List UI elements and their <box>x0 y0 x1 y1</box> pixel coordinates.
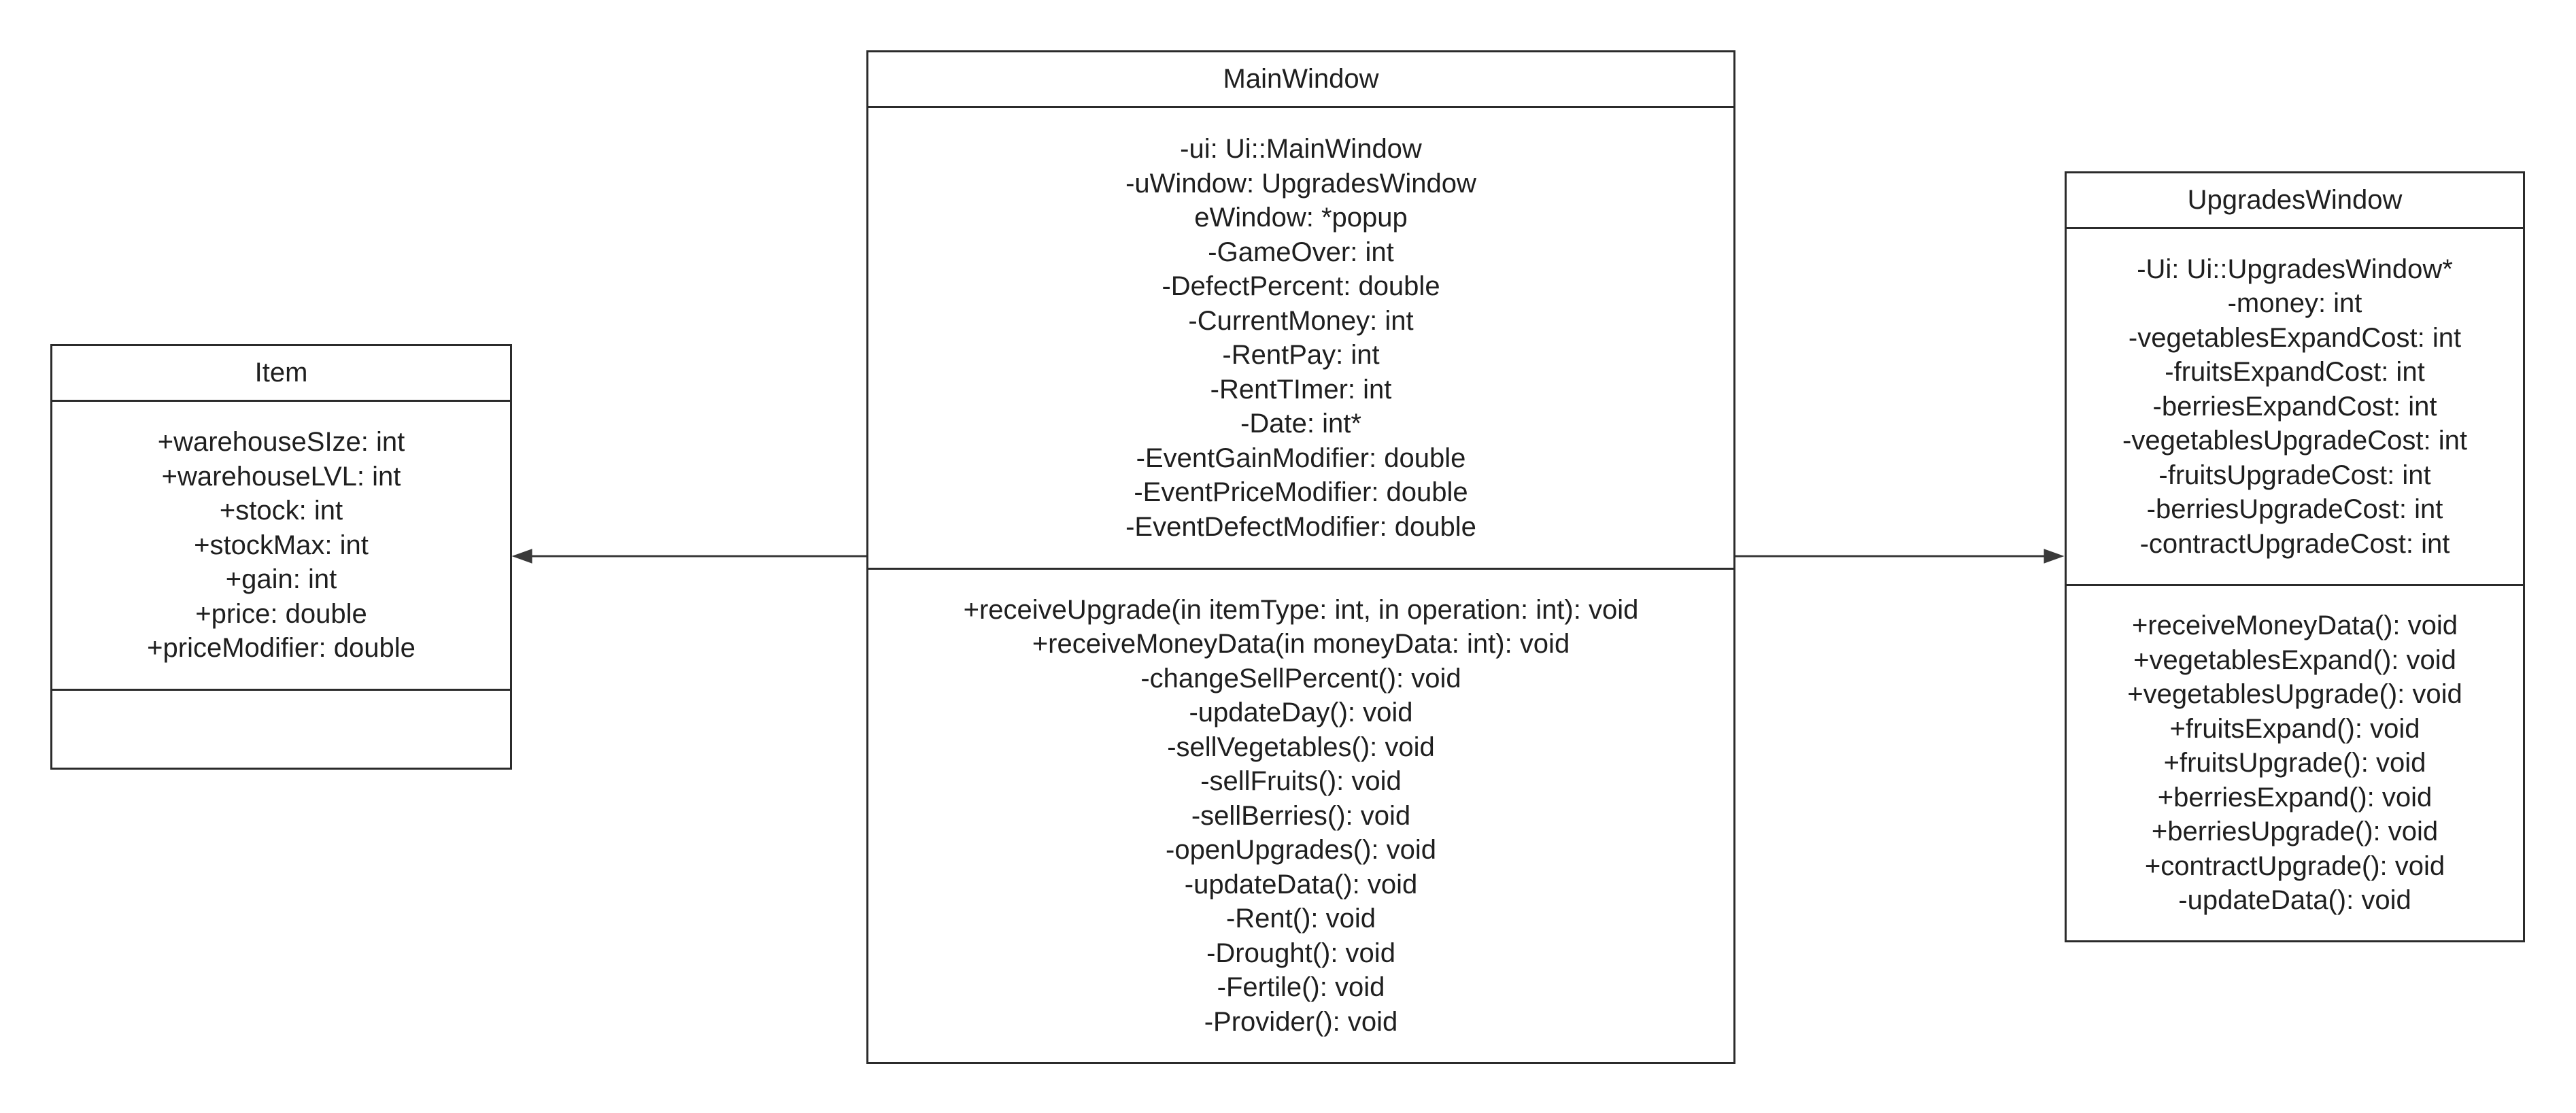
class-attribute: -ui: Ui::MainWindow <box>1180 134 1422 164</box>
class-attribute: +gain: int <box>225 564 337 595</box>
class-attribute: -EventPriceModifier: double <box>1134 477 1468 507</box>
class-mainwindow[interactable]: MainWindow -ui: Ui::MainWindow-uWindow: … <box>866 50 1735 1064</box>
class-item-name: Item <box>52 346 510 402</box>
class-attribute: +priceModifier: double <box>147 633 416 664</box>
class-operation: +receiveUpgrade(in itemType: int, in ope… <box>963 594 1639 625</box>
association-main-to-upgrades-arrowhead <box>2044 549 2065 564</box>
class-operation: +vegetablesUpgrade(): void <box>2127 679 2462 710</box>
class-mainwindow-name: MainWindow <box>868 52 1733 108</box>
class-attribute: +stockMax: int <box>194 530 369 560</box>
class-mainwindow-attributes: -ui: Ui::MainWindow-uWindow: UpgradesWin… <box>868 108 1733 570</box>
class-operation: -sellBerries(): void <box>1191 800 1411 831</box>
class-operation: -sellVegetables(): void <box>1167 732 1435 762</box>
class-operation: -updateData(): void <box>1184 869 1418 900</box>
class-attribute: -Ui: Ui::UpgradesWindow* <box>2137 254 2453 284</box>
class-item[interactable]: Item +warehouseSIze: int+warehouseLVL: i… <box>50 344 512 770</box>
class-attribute: -EventGainModifier: double <box>1136 443 1466 473</box>
class-operation: +contractUpgrade(): void <box>2144 851 2445 881</box>
class-operation: -openUpgrades(): void <box>1166 835 1436 866</box>
class-attribute: +warehouseSIze: int <box>157 427 405 458</box>
class-item-attributes: +warehouseSIze: int+warehouseLVL: int +st… <box>52 402 510 691</box>
association-main-to-item-arrowhead <box>511 549 532 564</box>
class-attribute: -vegetablesExpandCost: int <box>2128 322 2462 353</box>
class-attribute: -vegetablesUpgradeCost: int <box>2122 426 2467 456</box>
class-attribute: -EventDefectModifier: double <box>1125 511 1476 542</box>
class-attribute: -RentPay: int <box>1222 340 1380 370</box>
class-upgradeswindow-name: UpgradesWindow <box>2067 173 2523 229</box>
class-operation: +vegetablesExpand(): void <box>2133 645 2456 675</box>
class-attribute: +warehouseLVL: int <box>161 461 401 492</box>
class-operation: +berriesExpand(): void <box>2157 782 2433 812</box>
class-operation: +receiveMoneyData(in moneyData: int): vo… <box>1032 629 1570 660</box>
class-attribute: +price: double <box>195 598 367 629</box>
class-attribute: +stock: int <box>219 496 343 526</box>
class-attribute: -DefectPercent: double <box>1162 271 1440 301</box>
class-upgradeswindow[interactable]: UpgradesWindow -Ui: Ui::UpgradesWindow*-… <box>2065 171 2525 942</box>
class-operation: -Drought(): void <box>1206 938 1395 968</box>
class-attribute: eWindow: *popup <box>1194 203 1408 233</box>
class-operation: +fruitsUpgrade(): void <box>2163 748 2426 778</box>
class-attribute: -RentTImer: int <box>1210 374 1392 405</box>
class-operation: -changeSellPercent(): void <box>1140 663 1461 694</box>
class-attribute: -GameOver: int <box>1208 237 1394 267</box>
class-operation: -sellFruits(): void <box>1200 766 1402 797</box>
class-operation: -Rent(): void <box>1225 904 1376 934</box>
class-attribute: -fruitsUpgradeCost: int <box>2158 460 2431 490</box>
class-attribute: -Date: int* <box>1240 409 1361 439</box>
class-operation: +berriesUpgrade(): void <box>2151 817 2439 847</box>
class-attribute: -berriesUpgradeCost: int <box>2146 494 2443 525</box>
class-attribute: -CurrentMoney: int <box>1188 305 1414 336</box>
class-attribute: -fruitsExpandCost: int <box>2165 357 2425 388</box>
class-upgradeswindow-attributes: -Ui: Ui::UpgradesWindow*-money: int-vege… <box>2067 229 2523 586</box>
class-operation: +fruitsExpand(): void <box>2169 713 2420 744</box>
class-operation: -Fertile(): void <box>1217 972 1385 1003</box>
class-attribute: -uWindow: UpgradesWindow <box>1125 168 1476 199</box>
class-mainwindow-operations: +receiveUpgrade(in itemType: int, in ope… <box>868 570 1733 1062</box>
class-operation: -updateDay(): void <box>1189 698 1413 728</box>
class-upgradeswindow-operations: +receiveMoneyData(): void +vegetablesExpa… <box>2067 586 2523 940</box>
class-attribute: -money: int <box>2227 288 2362 319</box>
class-operation: -Provider(): void <box>1204 1006 1398 1037</box>
class-attribute: -contractUpgradeCost: int <box>2139 528 2450 559</box>
class-operation: -updateData(): void <box>2178 885 2411 916</box>
class-attribute: -berriesExpandCost: int <box>2152 391 2437 422</box>
class-item-operations <box>52 691 510 768</box>
class-operation: +receiveMoneyData(): void <box>2131 611 2458 641</box>
